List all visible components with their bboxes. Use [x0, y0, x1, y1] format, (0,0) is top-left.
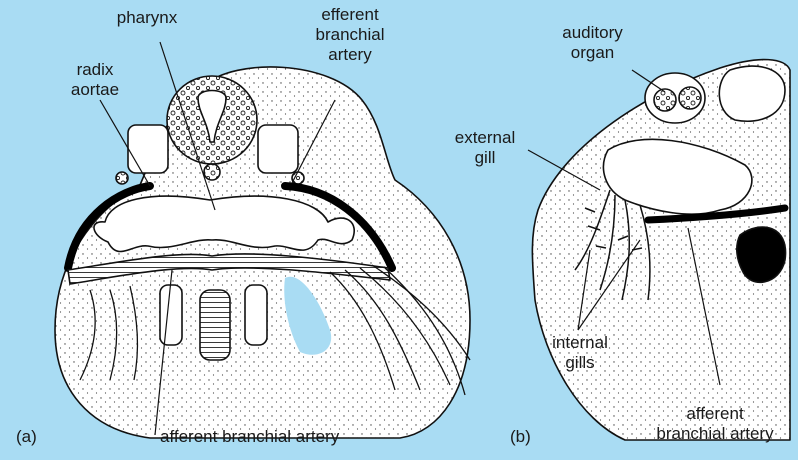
panel-a-drawing — [55, 42, 470, 438]
auditory-vesicle-1 — [654, 89, 676, 111]
somite-right — [258, 125, 298, 173]
panel-b-tag: (b) — [510, 427, 531, 447]
pouch-2 — [200, 290, 230, 360]
label-afferent-branchial-artery-b: afferent branchial artery — [640, 404, 790, 444]
heart-b — [737, 227, 786, 282]
notochord — [204, 164, 220, 180]
pouch-1 — [160, 285, 182, 345]
label-efferent-branchial-artery: efferent branchial artery — [300, 5, 400, 65]
panel-b-drawing — [528, 60, 790, 440]
label-auditory-organ: auditory organ — [545, 23, 640, 63]
head-structure — [719, 66, 785, 121]
vessel-left — [116, 172, 128, 184]
label-radix-aortae: radix aortae — [50, 60, 140, 100]
label-afferent-branchial-artery-a: afferent branchial artery — [160, 427, 400, 447]
vessel-right — [292, 172, 304, 184]
label-external-gill: external gill — [440, 128, 530, 168]
label-pharynx: pharynx — [92, 8, 202, 28]
pouch-3 — [245, 285, 267, 345]
auditory-vesicle-2 — [679, 87, 701, 109]
panel-a-tag: (a) — [16, 427, 37, 447]
label-internal-gills: internal gills — [535, 333, 625, 373]
body-section-a — [55, 67, 470, 438]
somite-left — [128, 125, 168, 173]
